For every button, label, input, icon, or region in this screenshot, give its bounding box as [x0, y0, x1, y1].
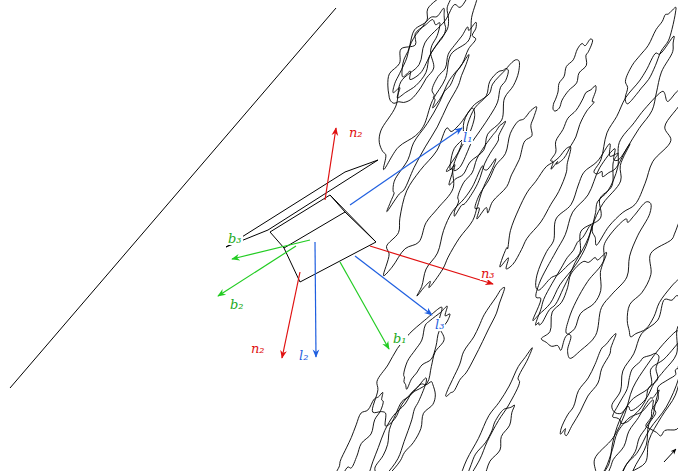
normal-vector — [325, 128, 336, 200]
terrain-contour — [383, 108, 474, 276]
terrain-contour — [625, 7, 676, 104]
terrain-contour — [592, 319, 678, 471]
terrain-contour — [387, 54, 469, 211]
terrain-contour — [553, 39, 593, 111]
terrain-contour — [462, 405, 515, 471]
terrain-contour — [446, 287, 505, 396]
corner-arrow — [664, 449, 676, 462]
terrain-contour — [612, 287, 678, 414]
terrain-contour — [613, 353, 659, 423]
vector-label: b₃ — [227, 232, 243, 245]
body-edge — [330, 195, 345, 212]
terrain-contour — [448, 348, 533, 471]
line-of-sight-vector — [350, 128, 462, 205]
terrain-contour — [551, 85, 596, 169]
terrain-contour — [454, 121, 505, 216]
terrain-contour — [560, 334, 616, 436]
terrain-contour — [594, 36, 674, 177]
terrain-contour — [334, 392, 383, 471]
normal-vector — [282, 272, 300, 358]
vector-label: l₁ — [462, 131, 473, 144]
terrain-contour — [475, 107, 537, 219]
satellite — [226, 160, 378, 282]
body-axis-vector — [232, 240, 310, 259]
terrain-contour — [379, 0, 478, 170]
vector-label: n₃ — [480, 267, 496, 280]
body-axis-vector — [340, 262, 389, 349]
terrain-contour — [417, 159, 496, 296]
terrain-contour — [500, 147, 571, 269]
terrain-contour — [375, 382, 436, 471]
line-of-sight-vector — [355, 256, 432, 315]
vector-label: b₁ — [392, 332, 408, 345]
normal-vector — [370, 246, 493, 284]
vector-label: l₃ — [434, 318, 445, 331]
terrain-contour — [536, 144, 619, 290]
orbit-line — [10, 8, 336, 388]
terrain-contour — [627, 205, 678, 336]
terrain-contour — [592, 91, 678, 246]
vector-label: n₂ — [348, 126, 364, 139]
vector-label: n₂ — [250, 342, 266, 355]
terrain-contours — [334, 0, 678, 471]
body-axis-vector — [218, 246, 296, 296]
terrain-contour — [432, 22, 476, 108]
vector-label: b₂ — [229, 298, 245, 311]
terrain-contour — [533, 144, 630, 321]
terrain-contour — [358, 378, 427, 471]
terrain-contour — [646, 366, 678, 436]
terrain-contour — [585, 400, 656, 471]
vector-label: l₂ — [298, 349, 309, 362]
terrain-contour — [402, 8, 446, 79]
satellite-body — [270, 195, 376, 282]
terrain-contour — [604, 390, 659, 471]
line-of-sight-vector — [315, 242, 316, 357]
terrain-contour — [566, 202, 651, 359]
